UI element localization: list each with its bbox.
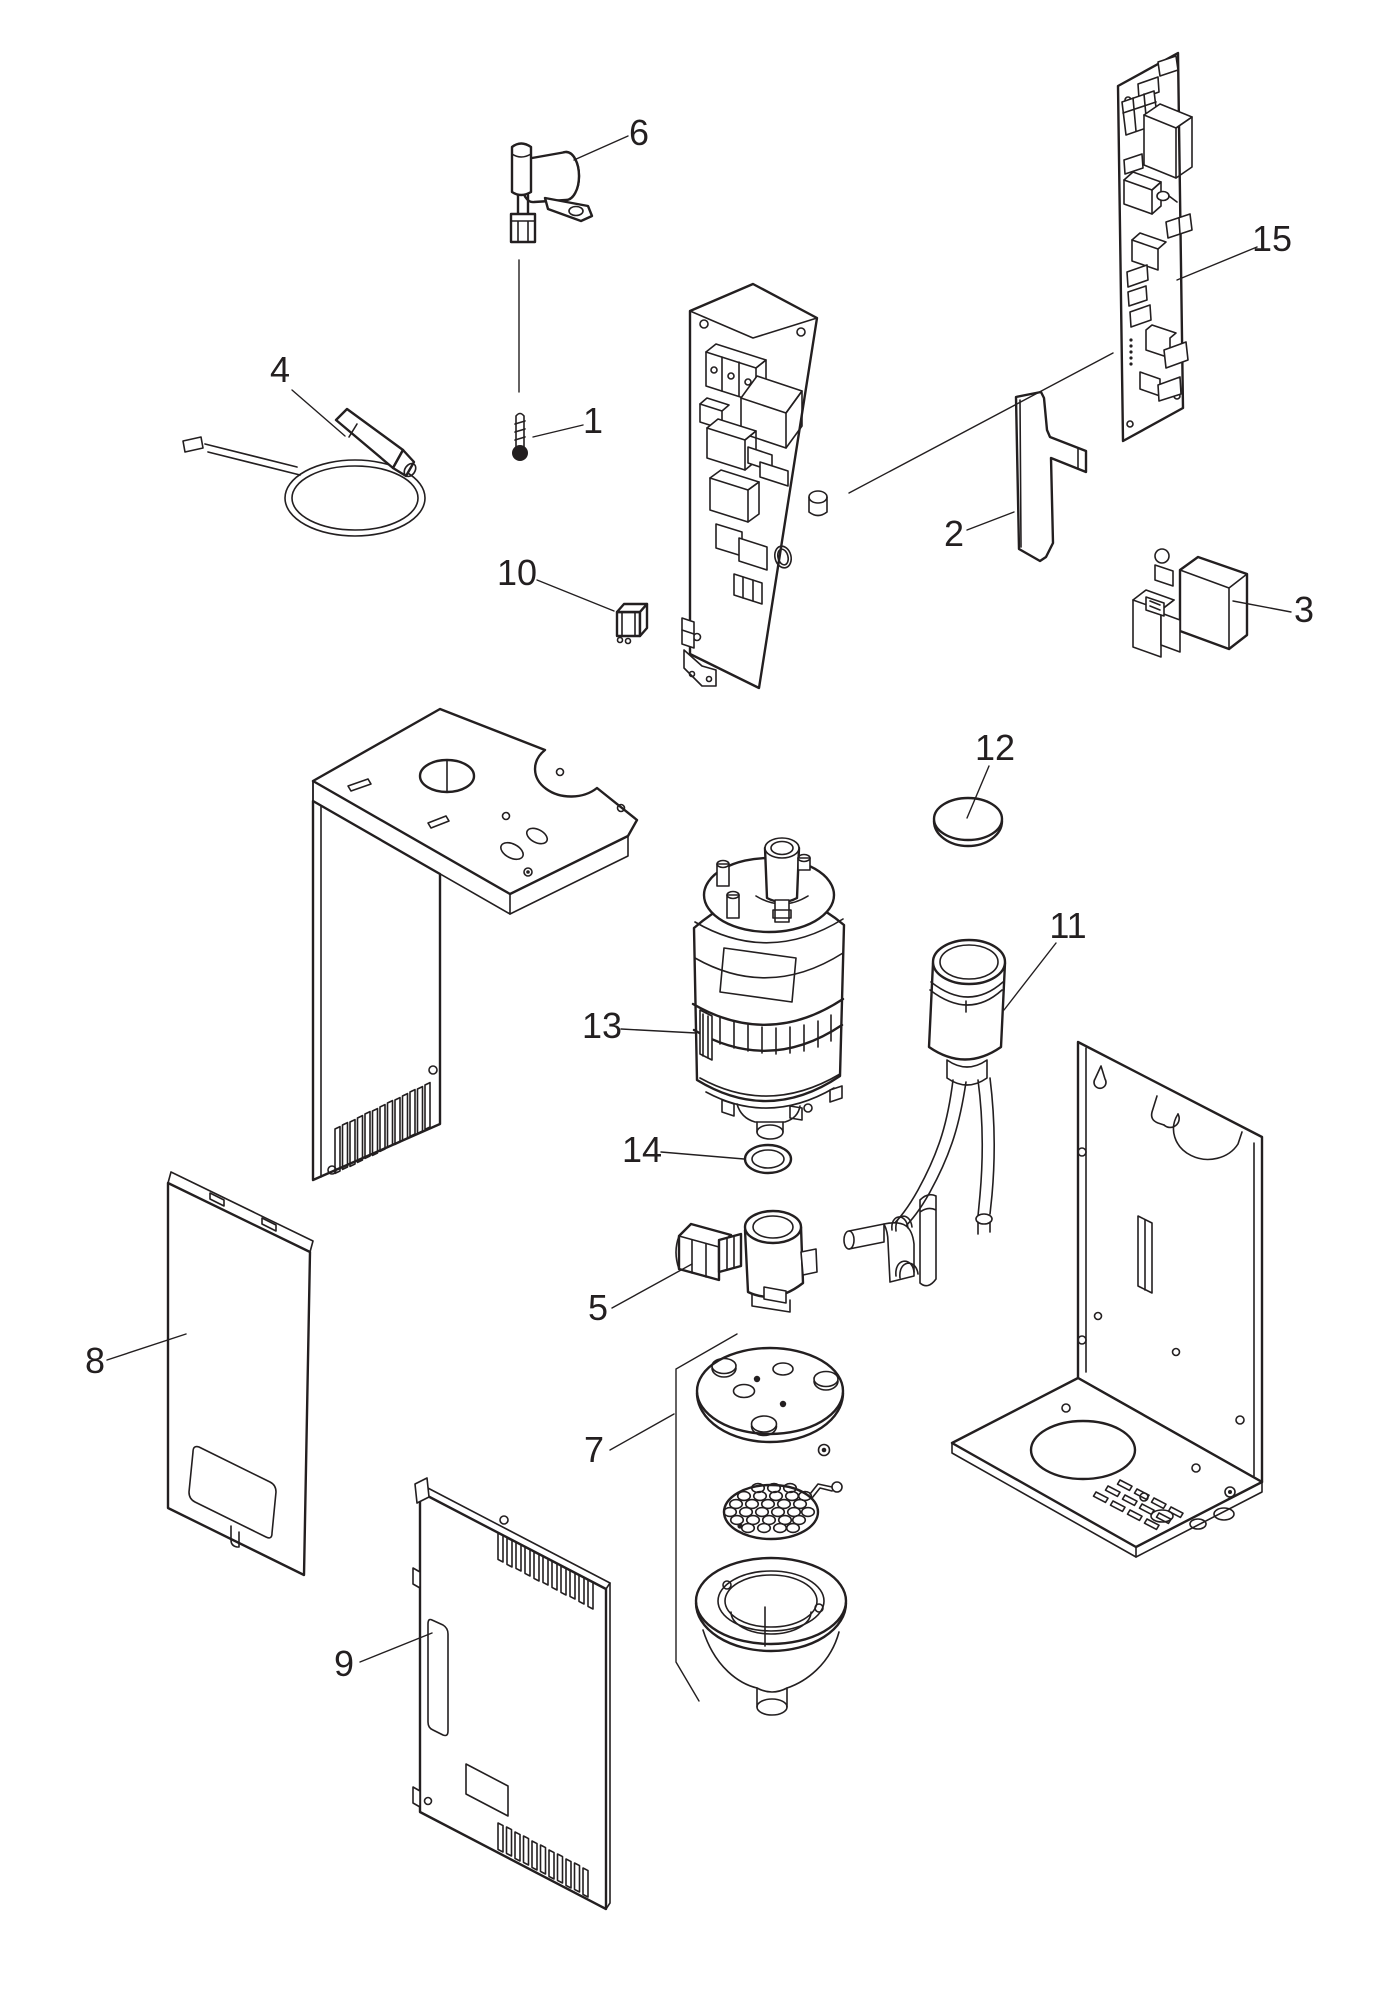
level-sensor-cable bbox=[182, 407, 426, 537]
lid-disc bbox=[932, 796, 1004, 848]
pcb-assembly-link-line bbox=[848, 352, 1114, 494]
clip-switch bbox=[615, 602, 649, 645]
callout-5: 5 bbox=[588, 1263, 693, 1328]
callout-5-label: 5 bbox=[588, 1287, 608, 1328]
callout-10-label: 10 bbox=[497, 552, 537, 593]
cover-window-cutout bbox=[188, 1445, 277, 1539]
callout-3-label: 3 bbox=[1294, 589, 1314, 630]
callout-13-label: 13 bbox=[582, 1005, 622, 1046]
callout-4-label: 4 bbox=[270, 349, 290, 390]
callout-12-label: 12 bbox=[975, 727, 1015, 768]
screw bbox=[512, 412, 528, 461]
keyhole-slot bbox=[1093, 1065, 1107, 1090]
callout-2: 2 bbox=[944, 511, 1015, 554]
callout-12: 12 bbox=[966, 727, 1015, 819]
callout-10: 10 bbox=[497, 552, 615, 612]
callout-3: 3 bbox=[1232, 589, 1314, 630]
callout-15-label: 15 bbox=[1252, 218, 1292, 259]
control-board-assembly bbox=[681, 282, 828, 690]
callouts: 1 2 3 4 5 6 7 8 9 10 11 12 bbox=[85, 112, 1314, 1684]
o-ring bbox=[743, 1143, 793, 1175]
side-cover-panel bbox=[412, 1477, 611, 1911]
callout-9: 9 bbox=[334, 1632, 433, 1684]
callout-6-label: 6 bbox=[629, 112, 649, 153]
callout-15: 15 bbox=[1176, 218, 1292, 281]
callout-1-label: 1 bbox=[583, 400, 603, 441]
plate-strainer-funnel-group bbox=[675, 1333, 848, 1716]
callout-9-label: 9 bbox=[334, 1643, 354, 1684]
callout-7: 7 bbox=[584, 1413, 675, 1470]
callout-11-label: 11 bbox=[1049, 905, 1086, 946]
chassis-frame bbox=[311, 707, 639, 1182]
callout-14: 14 bbox=[622, 1129, 745, 1170]
drain-valve bbox=[675, 1209, 818, 1313]
callout-6: 6 bbox=[573, 112, 649, 161]
callout-11: 11 bbox=[1003, 905, 1087, 1011]
callout-13: 13 bbox=[582, 1005, 697, 1046]
insulation-sheet bbox=[1014, 390, 1088, 563]
control-pcb bbox=[1116, 51, 1193, 443]
callout-7-label: 7 bbox=[584, 1429, 604, 1470]
panel-slot-cutout bbox=[427, 1618, 449, 1737]
callout-8: 8 bbox=[85, 1333, 187, 1381]
group-bracket-line bbox=[675, 1333, 738, 1702]
steam-cylinder bbox=[691, 837, 846, 1140]
callout-2-label: 2 bbox=[944, 513, 964, 554]
front-cover-panel bbox=[166, 1171, 314, 1577]
transformer bbox=[1132, 548, 1249, 658]
callout-14-label: 14 bbox=[622, 1129, 662, 1170]
enclosure-back-panel bbox=[950, 1040, 1264, 1558]
callout-4: 4 bbox=[270, 349, 346, 437]
fill-cup-and-hoses bbox=[843, 938, 1007, 1287]
callout-1: 1 bbox=[532, 400, 603, 441]
callout-8-label: 8 bbox=[85, 1340, 105, 1381]
inlet-solenoid-valve bbox=[509, 142, 594, 393]
